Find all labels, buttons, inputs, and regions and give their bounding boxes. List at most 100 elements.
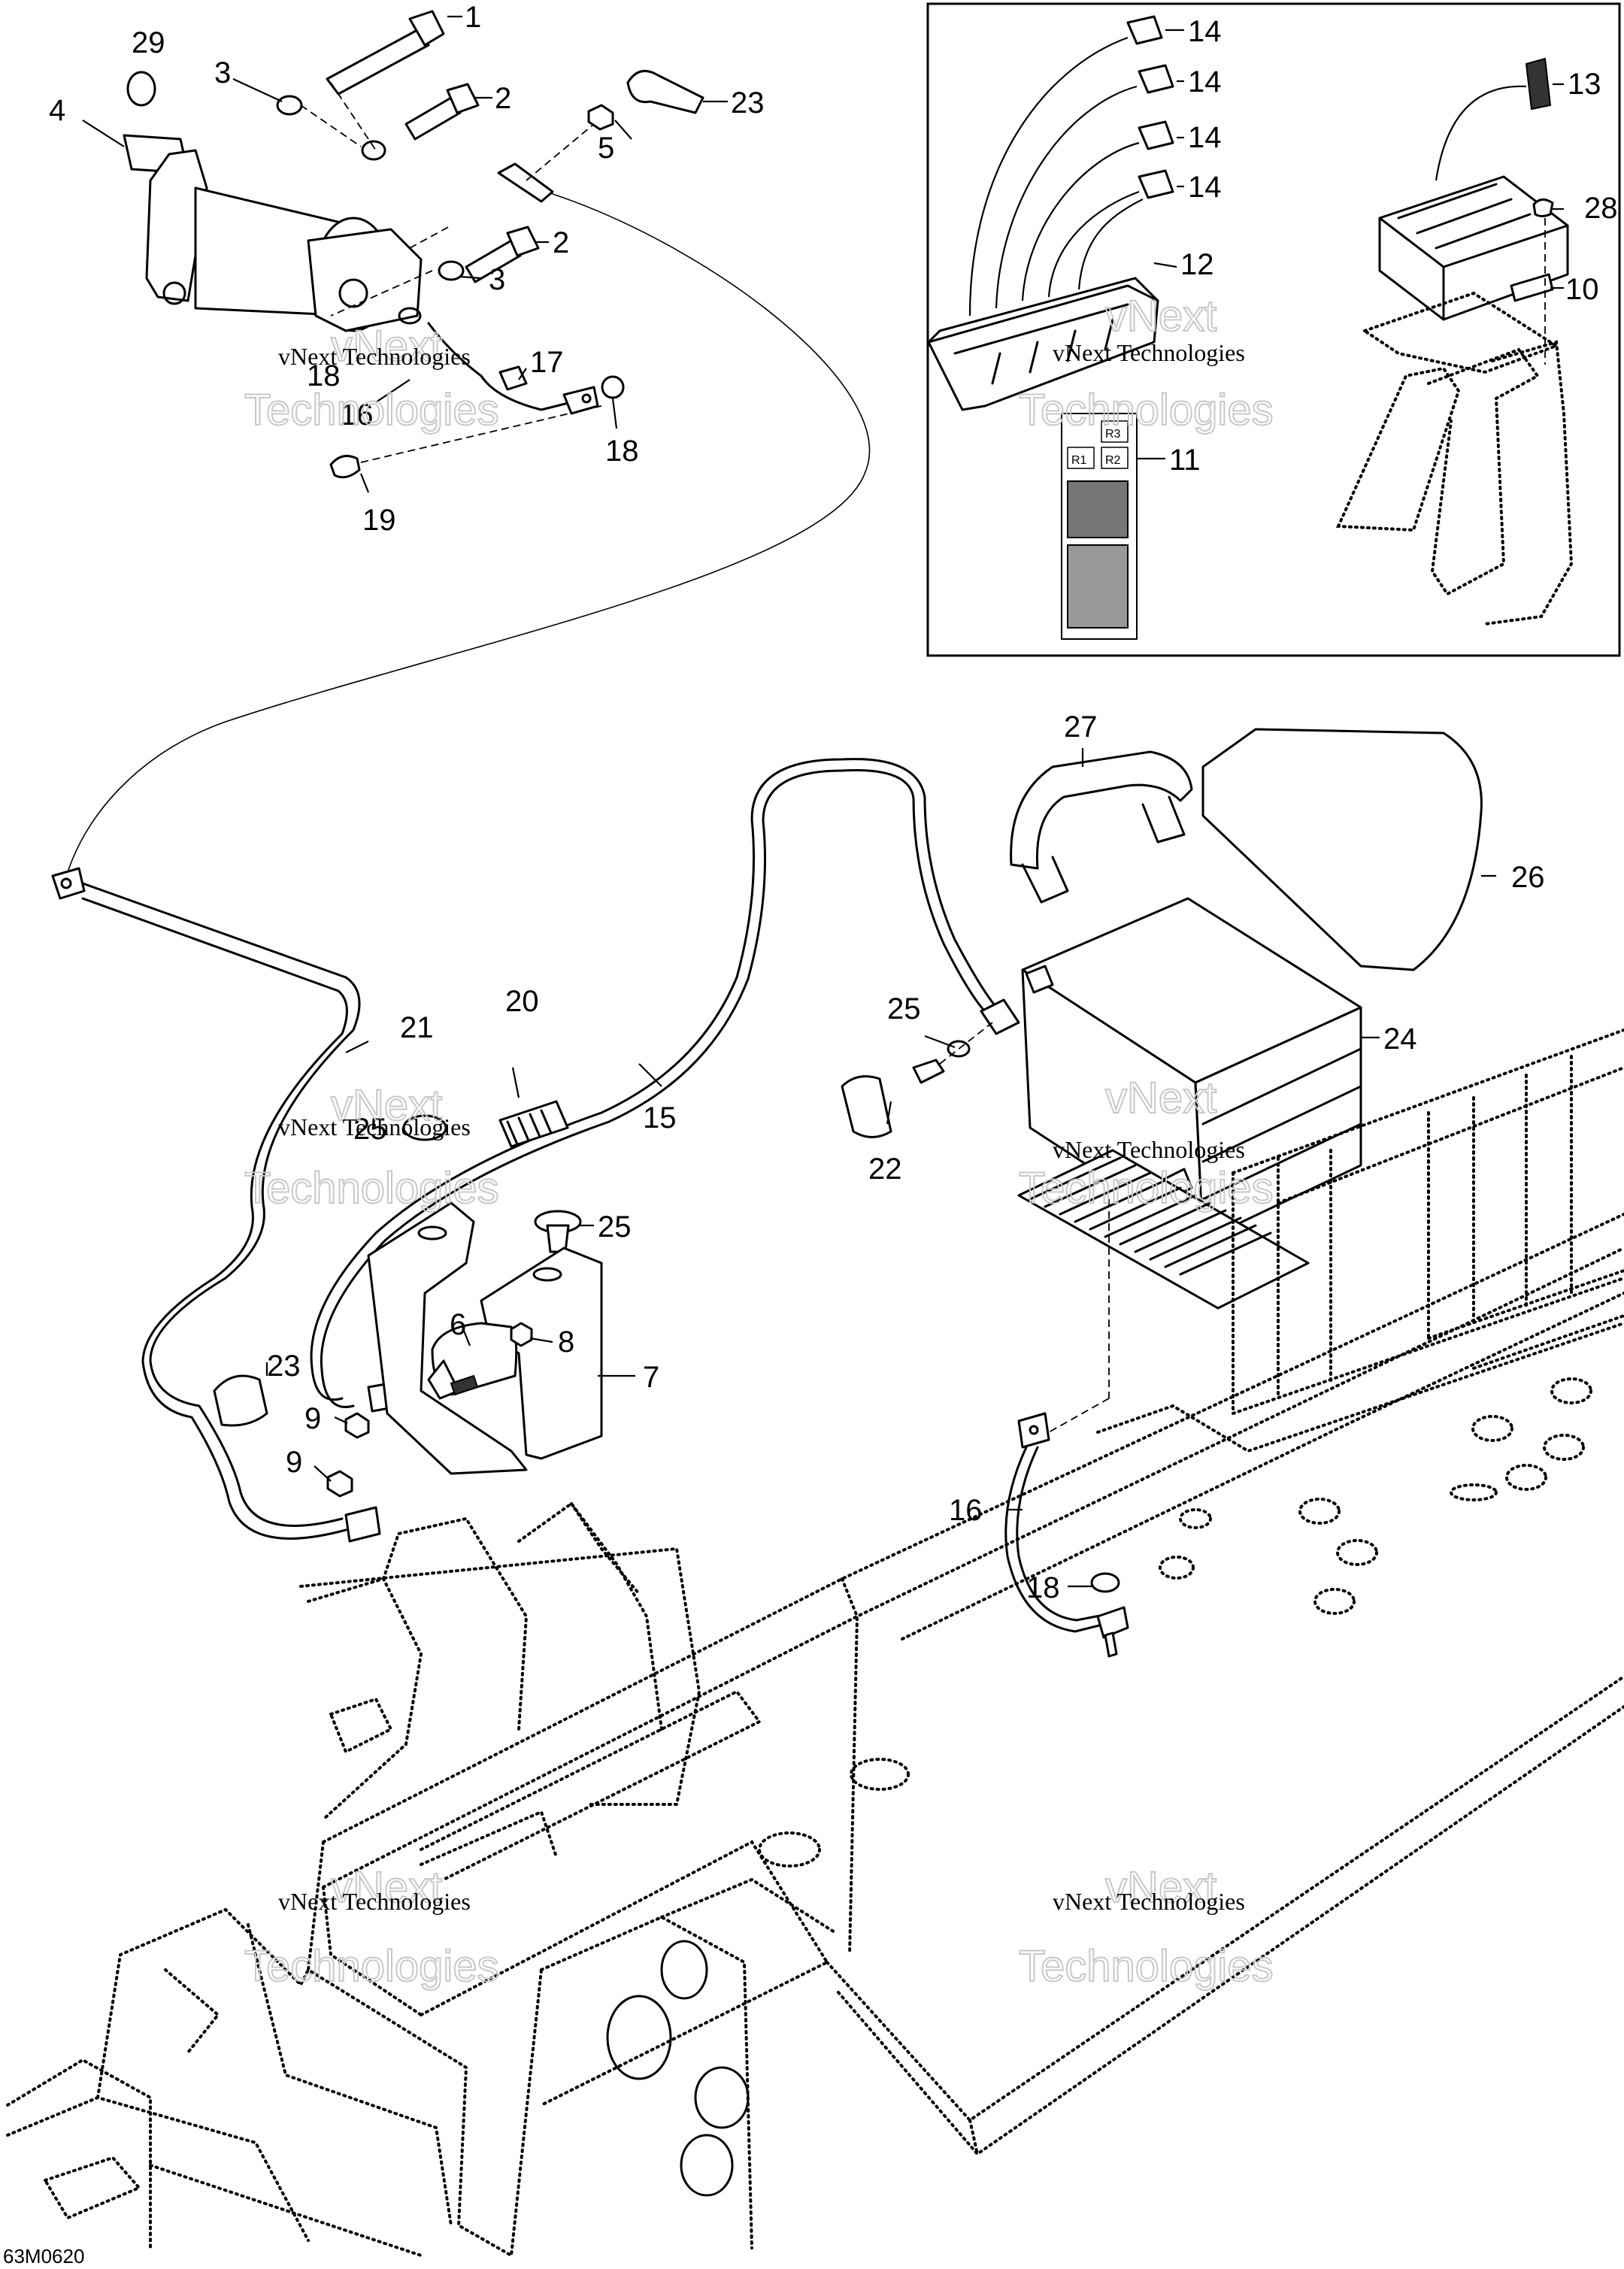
fuse-label-part-11: R1 R2 R3 [1061,413,1138,640]
callout-13: 13 [1568,68,1601,101]
bolt-part-2-upper [404,83,480,141]
callout-18-upper: 18 [307,359,341,392]
callout-23-upper: 23 [731,86,765,120]
frame-holes [606,1377,1592,2197]
vehicle-frame [6,1028,1624,2258]
washer-3-extra [361,140,386,161]
washer-part-3-upper [276,95,303,116]
watermark-top-left-small: vNext Technologies [278,343,471,370]
callout-5: 5 [598,132,614,165]
fuses-part-14 [1126,15,1174,199]
callout-25-battery: 25 [887,992,921,1025]
watermark-bottom-left-line1: vNext [331,1863,442,1912]
watermark-bottom-left-small: vNext Technologies [278,1888,471,1915]
nut-part-5 [587,104,614,131]
callout-24: 24 [1383,1022,1417,1056]
fuse-box-cover-part-12 [927,277,1159,411]
ground-cable-part-16-lower [1004,1412,1129,1639]
callout-3-upper: 3 [214,56,231,89]
callout-14-c: 14 [1188,121,1222,154]
cable-route-curve [67,193,871,873]
positive-cable-part-15 [310,758,1020,1408]
watermark-top-right-small: vNext Technologies [1053,339,1245,366]
relay-part-13 [1525,57,1552,111]
boot-part-23-top [626,69,704,114]
watermarks: vNext Technologies vNext Technologies vN… [244,291,1274,1992]
relay-r1-text: R1 [1071,454,1087,467]
callout-14-b: 14 [1188,65,1222,98]
ground-stud [1104,1631,1118,1658]
callout-23-lower: 23 [267,1350,301,1383]
solenoid-bracket-part-7 [367,1201,603,1475]
bolt-part-25-mushroom [534,1210,582,1253]
watermark-mid-right-line1: vNext [1105,1074,1216,1122]
callout-1: 1 [465,1,481,34]
callout-2-upper: 2 [495,82,511,115]
bolt-part-25-battery [912,1059,945,1084]
callout-21: 21 [400,1011,434,1044]
drawing-code: 63M0620 [3,2245,84,2267]
fuse-leader-arrows [968,36,1144,317]
watermark-top-left-line2: Technologies [244,386,499,435]
callout-7: 7 [643,1361,659,1394]
nut-part-9-upper [344,1412,370,1439]
nut-part-8 [510,1322,533,1347]
ground-dash-angle [1048,1398,1110,1433]
callout-15: 15 [643,1101,677,1134]
inset-frame [926,2,1621,657]
callout-numbers: 1 2 2 3 3 4 5 6 7 8 9 9 10 11 12 13 14 1… [49,1,1618,1604]
solenoid-part-6 [427,1322,518,1400]
watermark-mid-right-line2: Technologies [1019,1164,1274,1213]
watermark-bottom-right-line1: vNext [1105,1863,1216,1912]
assembly-lines-top [300,82,602,463]
ground-cable-part-21 [51,867,361,1540]
callout-29: 29 [132,26,165,59]
watermark-bottom-left-line2: Technologies [244,1942,499,1991]
callout-16-upper: 16 [340,398,374,432]
callout-14-a: 14 [1188,15,1222,48]
lug-top [497,162,554,203]
watermark-mid-left-small: vNext Technologies [278,1113,471,1141]
callout-3-lower: 3 [489,263,505,296]
boot-part-23-lower [213,1374,268,1427]
bolt-part-17 [498,365,528,391]
callout-12: 12 [1180,248,1214,281]
callout-14-d: 14 [1188,171,1222,204]
callout-4: 4 [49,94,65,127]
callout-18-right: 18 [605,435,639,468]
callout-8: 8 [558,1325,574,1359]
screw-part-28 [1532,198,1554,217]
watermark-top-right-line1: vNext [1105,292,1216,341]
callout-leaders [82,15,1496,1588]
callout-25-left: 25 [353,1113,387,1146]
washer-part-18-small [398,307,422,325]
callout-18-lower: 18 [1026,1571,1060,1604]
callout-28: 28 [1584,192,1618,225]
callout-22: 22 [868,1153,902,1186]
starter-motor [123,134,423,332]
o-ring-part-29 [126,71,156,107]
callout-11: 11 [1169,444,1201,477]
watermark-top-left-line1: vNext [331,322,442,371]
lock-washer-part-18-lower [1090,1572,1120,1593]
watermark-mid-right-small: vNext Technologies [1053,1136,1245,1163]
fuse-box-part-10 [1378,175,1569,321]
watermark-mid-left-line1: vNext [331,1081,442,1130]
callout-27: 27 [1064,710,1098,744]
cap-part-25-left [402,1114,447,1141]
callout-2-lower: 2 [553,226,569,259]
battery-tray [1017,1149,1310,1310]
callout-16-lower: 16 [949,1494,983,1527]
bolt-part-19 [329,454,361,479]
small-cable-part-16 [427,322,599,415]
watermark-bottom-right-small: vNext Technologies [1053,1888,1245,1915]
relay-r3-text: R3 [1105,428,1121,441]
callout-17: 17 [530,346,564,379]
spring-part-20 [498,1100,569,1148]
callout-6: 6 [450,1308,466,1341]
callout-19: 19 [362,504,396,537]
battery-part-24 [1021,897,1362,1242]
callout-26: 26 [1511,861,1545,894]
battery-mat-part-26 [1201,728,1483,971]
inset-leaders [1137,29,1564,460]
